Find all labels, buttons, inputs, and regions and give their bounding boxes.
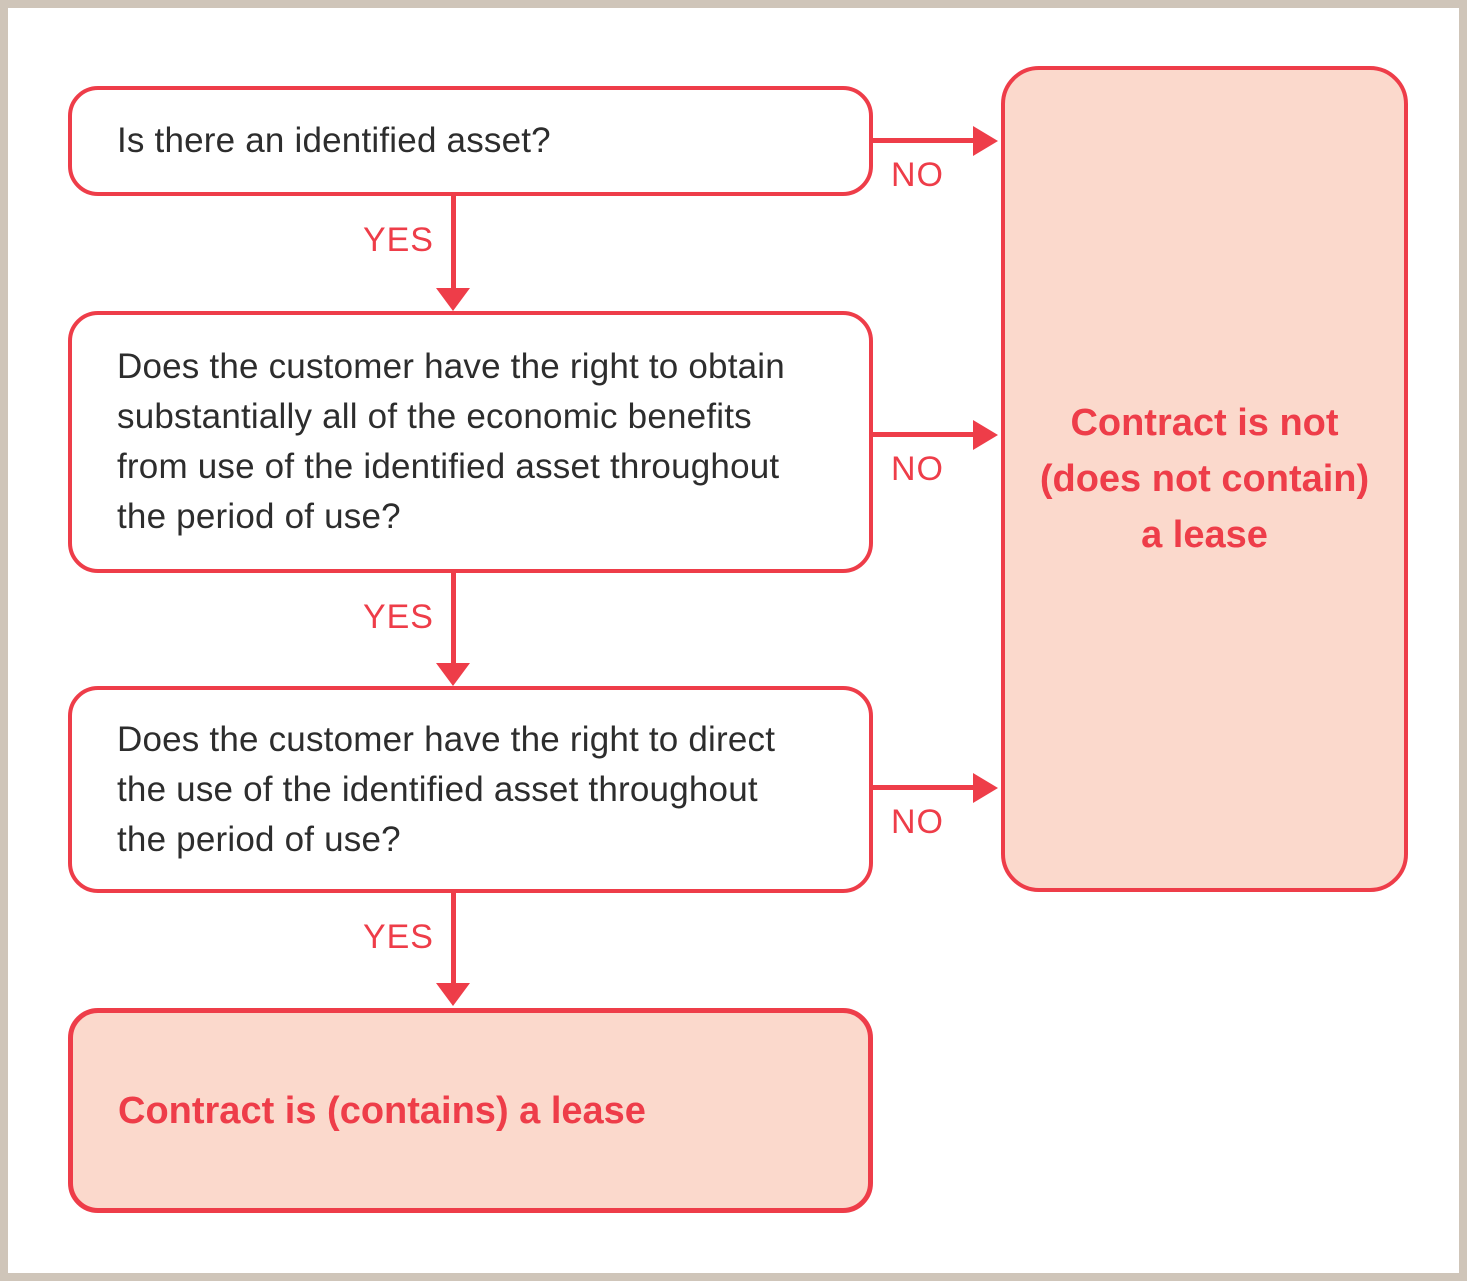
arrow-shaft bbox=[451, 196, 456, 289]
outcome-box-contract-not-lease: Contract is not (does not contain) a lea… bbox=[1001, 66, 1408, 892]
question-text: Does the customer have the right to dire… bbox=[117, 719, 776, 859]
yes-label: YES bbox=[362, 918, 434, 956]
question-box-economic-benefits: Does the customer have the right to obta… bbox=[68, 311, 873, 573]
no-label: NO bbox=[891, 450, 944, 488]
yes-label: YES bbox=[362, 221, 434, 259]
arrow-head-right-icon bbox=[973, 126, 998, 156]
arrow-shaft bbox=[873, 785, 973, 790]
outcome-text: Contract is (contains) a lease bbox=[118, 1089, 646, 1132]
arrow-shaft bbox=[873, 432, 973, 437]
outcome-line-2: (does not contain) bbox=[1039, 458, 1370, 500]
outcome-text: Contract is not (does not contain) a lea… bbox=[1005, 395, 1404, 563]
yes-label: YES bbox=[362, 598, 434, 636]
arrow-shaft bbox=[451, 573, 456, 664]
question-text: Is there an identified asset? bbox=[117, 121, 551, 160]
arrow-head-down-icon bbox=[436, 663, 470, 686]
arrow-head-right-icon bbox=[973, 773, 998, 803]
question-box-identified-asset: Is there an identified asset? bbox=[68, 86, 873, 196]
arrow-head-down-icon bbox=[436, 288, 470, 311]
arrow-shaft bbox=[873, 138, 973, 143]
outcome-line-1: Contract is not bbox=[1070, 402, 1339, 444]
no-label: NO bbox=[891, 803, 944, 841]
outcome-line-3: a lease bbox=[1141, 514, 1268, 556]
arrow-shaft bbox=[451, 893, 456, 984]
arrow-head-down-icon bbox=[436, 983, 470, 1006]
no-label: NO bbox=[891, 156, 944, 194]
question-text: Does the customer have the right to obta… bbox=[117, 347, 785, 536]
question-box-right-to-direct: Does the customer have the right to dire… bbox=[68, 686, 873, 893]
outcome-box-contract-is-lease: Contract is (contains) a lease bbox=[68, 1008, 873, 1213]
arrow-head-right-icon bbox=[973, 420, 998, 450]
